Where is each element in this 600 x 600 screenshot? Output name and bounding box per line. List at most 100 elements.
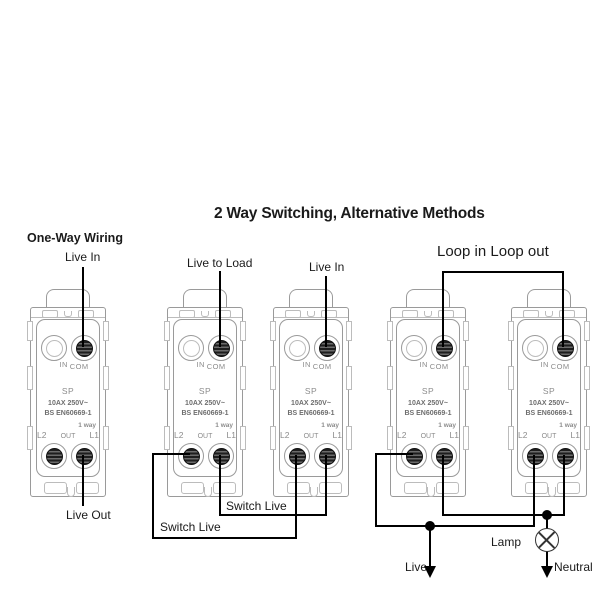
wire-live-in-oneway (82, 267, 84, 347)
module-way-label: 1 way (78, 422, 96, 429)
module-side-lug (164, 366, 170, 390)
module-bottom-notch (204, 487, 212, 497)
terminal-in-unused (41, 335, 67, 361)
wire-live-rail-left (375, 453, 377, 527)
label-live-out: Live Out (66, 508, 111, 522)
wire-switch-live-upper (219, 514, 327, 516)
module-bottom-clip (213, 482, 236, 494)
terminal-screw-icon (75, 339, 93, 357)
module-top-clips (31, 308, 105, 318)
module-rating-label: 10AX 250V~ (408, 400, 448, 407)
module-top-clips (391, 308, 465, 318)
module-way-label: 1 way (559, 422, 577, 429)
module-standard-label: BS EN60669-1 (404, 410, 452, 417)
module-side-lug (270, 366, 276, 390)
module-side-lug (103, 426, 109, 450)
wire-live-drop (429, 525, 431, 568)
module-side-lug (27, 426, 33, 450)
module-standard-label: BS EN60669-1 (525, 410, 573, 417)
module-sp-label: SP (61, 386, 75, 396)
label-live: Live (405, 560, 428, 574)
label-lamp: Lamp (491, 535, 522, 549)
module-side-lug (463, 426, 469, 450)
module-side-lug (27, 366, 33, 390)
terminal-screw-icon (405, 447, 423, 465)
wire-switch-live-lower-stub (152, 453, 190, 455)
module-bottom-notch (548, 487, 556, 497)
module-sp-label: SP (421, 386, 435, 396)
module-faceplate (36, 319, 100, 477)
label-live-in: Live In (309, 260, 345, 274)
terminal-l1 (208, 443, 234, 469)
module-side-lug (584, 321, 590, 341)
terminal-l1 (314, 443, 340, 469)
module-side-lug (270, 426, 276, 450)
lamp-icon (535, 528, 559, 552)
terminal-screw-icon (318, 339, 336, 357)
module-side-lug (164, 426, 170, 450)
module-side-lug (463, 366, 469, 390)
module-mounting-tab (46, 289, 90, 309)
wire-switch-live-lower-right (295, 455, 297, 539)
one-way-heading: One-Way Wiring (27, 231, 123, 245)
terminal-in-unused (178, 335, 204, 361)
terminal-l2 (284, 443, 310, 469)
module-side-lug (508, 426, 514, 450)
module-faceplate (517, 319, 581, 477)
terminal-screw-icon (556, 447, 574, 465)
terminal-com (71, 335, 97, 361)
neutral-arrow-icon (541, 566, 553, 578)
module-faceplate (279, 319, 343, 477)
module-bottom-clip (436, 482, 459, 494)
wire-live-rail (375, 525, 534, 527)
module-side-lug (463, 321, 469, 341)
module-bottom-clip (404, 482, 427, 494)
junction-dot-lamp (542, 510, 552, 520)
module-side-lug (387, 426, 393, 450)
module-bottom-clip (319, 482, 342, 494)
module-sp-label: SP (542, 386, 556, 396)
module-standard-label: BS EN60669-1 (44, 410, 92, 417)
terminal-com (552, 335, 578, 361)
wire-loop-right (562, 271, 564, 347)
wire-live-to-load (219, 271, 221, 347)
module-side-lug (346, 366, 352, 390)
wire-switch-live-lower-left (152, 453, 154, 539)
label-loop-in-loop-out: Loop in Loop out (437, 243, 549, 260)
terminal-screw-icon (212, 339, 230, 357)
module-sp-label: SP (304, 386, 318, 396)
module-standard-label: BS EN60669-1 (181, 410, 229, 417)
label-switch-live-lower: Switch Live (160, 520, 221, 534)
module-side-lug (103, 321, 109, 341)
module-sp-label: SP (198, 386, 212, 396)
wire-live-rail-right (533, 455, 535, 527)
module-bottom-clip (76, 482, 99, 494)
module-side-lug (508, 321, 514, 341)
wire-lamp-feed-left (442, 455, 444, 516)
diagram-title: 2 Way Switching, Alternative Methods (214, 205, 485, 222)
terminal-screw-icon (75, 447, 93, 465)
terminal-screw-icon (556, 339, 574, 357)
module-side-lug (240, 426, 246, 450)
module-rating-label: 10AX 250V~ (48, 400, 88, 407)
module-side-lug (584, 366, 590, 390)
wire-live-in (325, 276, 327, 347)
label-switch-live-upper: Switch Live (226, 499, 287, 513)
terminal-l2 (522, 443, 548, 469)
module-side-lug (27, 321, 33, 341)
module-way-label: 1 way (215, 422, 233, 429)
module-bottom-clip (181, 482, 204, 494)
wire-lamp-feed-right (563, 455, 565, 516)
